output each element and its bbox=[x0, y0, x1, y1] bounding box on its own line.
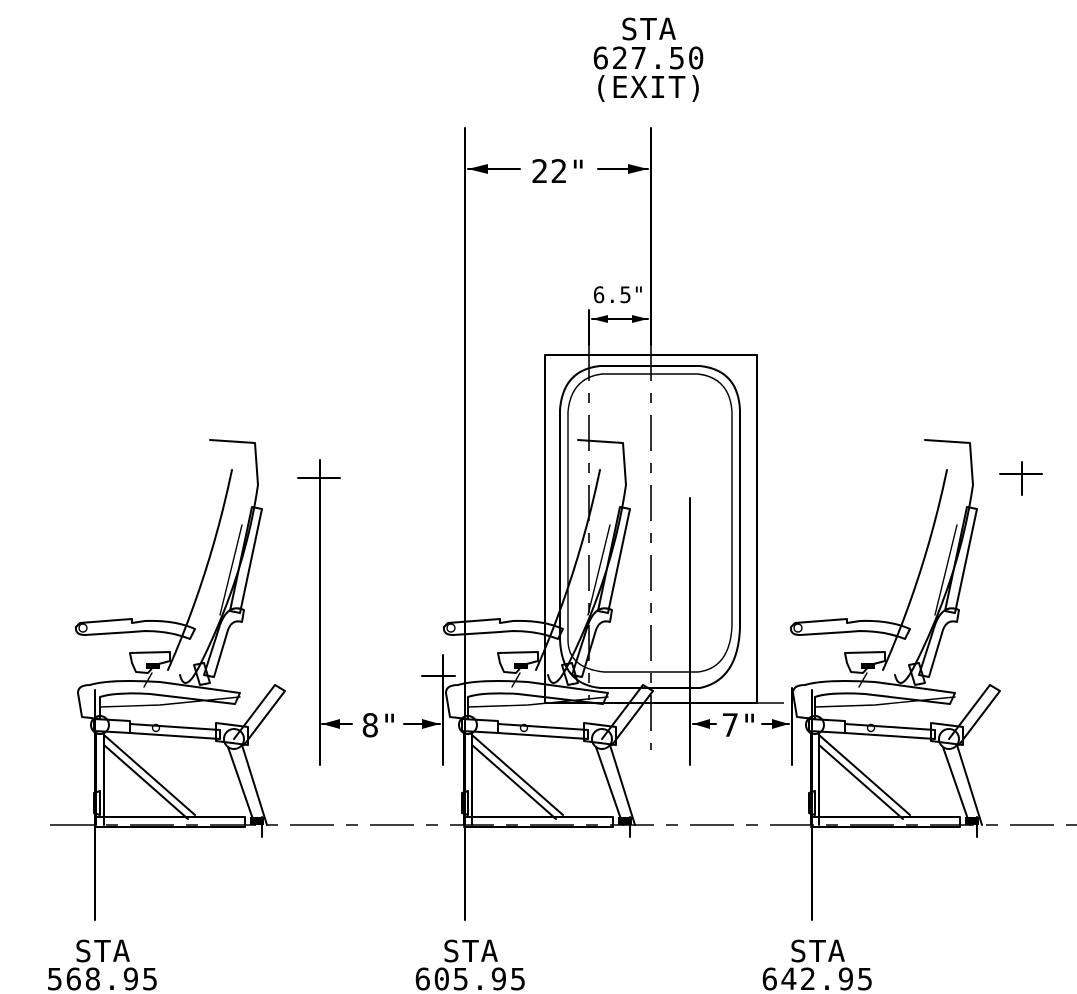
station-value: 642.95 bbox=[761, 963, 875, 994]
station-label-right: STA 642.95 bbox=[761, 935, 875, 994]
station-value: 605.95 bbox=[414, 963, 528, 994]
exit-station-prefix: STA bbox=[620, 13, 677, 48]
station-label-middle: STA 605.95 bbox=[414, 935, 528, 994]
exit-width-dimension: 22" bbox=[530, 153, 588, 191]
station-prefix: STA bbox=[789, 935, 846, 970]
exit-station-value: 627.50 bbox=[592, 42, 706, 77]
seat-right bbox=[789, 439, 1001, 838]
left-clearance-dimension: 8" bbox=[361, 707, 400, 745]
exit-window bbox=[559, 365, 741, 689]
station-value: 568.95 bbox=[46, 963, 160, 994]
exit-station-note: (EXIT) bbox=[592, 71, 706, 106]
exit-door-frame bbox=[544, 354, 758, 704]
seat-middle bbox=[442, 439, 654, 838]
station-prefix: STA bbox=[442, 935, 499, 970]
station-label-left: STA 568.95 bbox=[46, 935, 160, 994]
window-offset-dimension: 6.5" bbox=[593, 284, 646, 309]
station-prefix: STA bbox=[74, 935, 131, 970]
exit-station-label: STA 627.50 (EXIT) bbox=[592, 13, 706, 106]
seat-left bbox=[74, 439, 286, 838]
right-clearance-dimension: 7" bbox=[721, 707, 760, 745]
